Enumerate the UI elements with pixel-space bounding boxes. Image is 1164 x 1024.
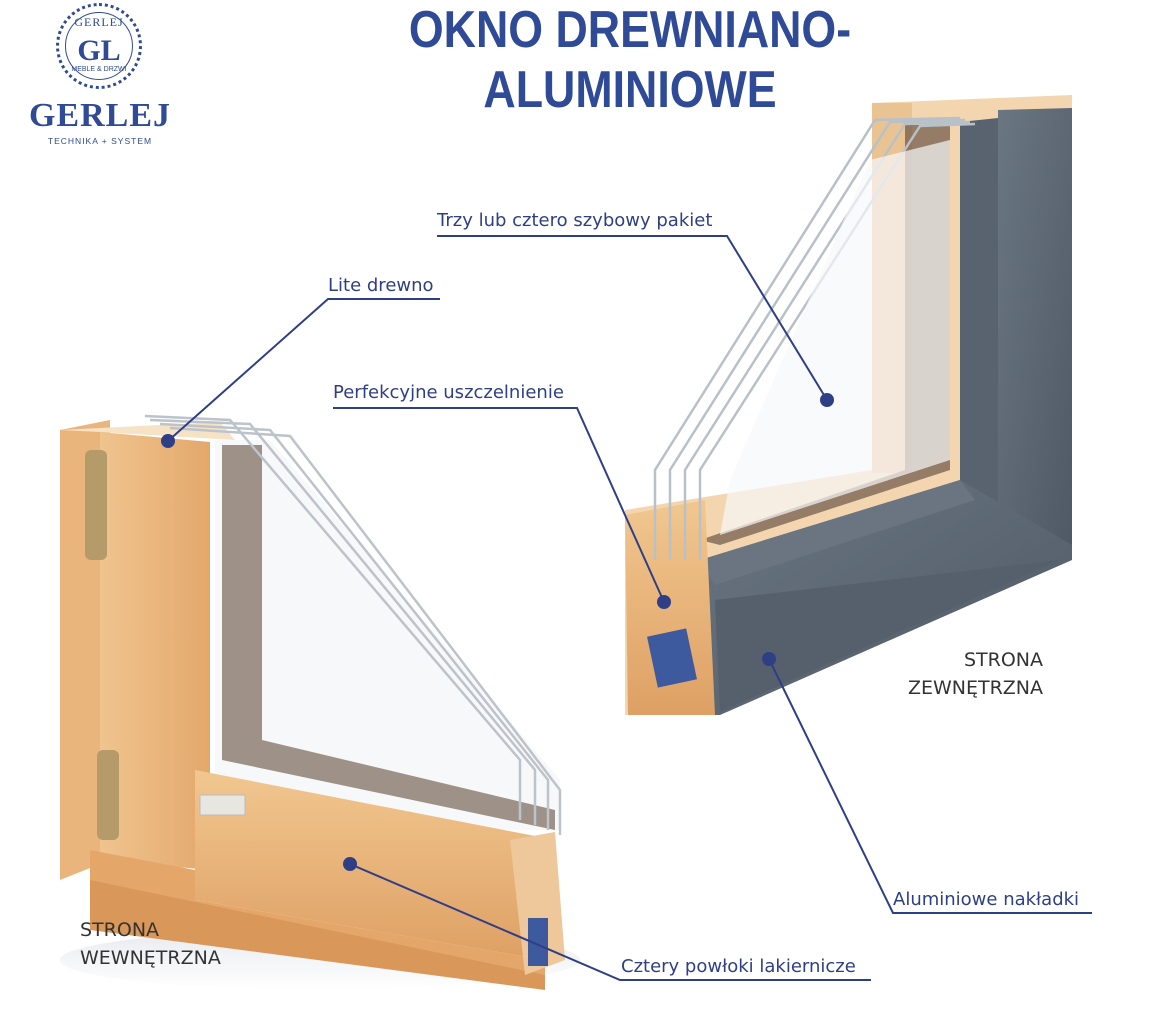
logo-emblem-letters: GL — [77, 34, 121, 67]
callout-varnish-coats: Cztery powłoki lakiernicze — [621, 956, 856, 977]
exterior-window-section — [625, 95, 1072, 715]
page-title: OKNO DREWNIANO-ALUMINIOWE — [408, 1, 852, 119]
logo-emblem: GERLEJ GL MEBLE & DRZWI — [56, 3, 142, 89]
callout-glass-pane: Trzy lub cztero szybowy pakiet — [437, 210, 713, 231]
callout-seal: Perfekcyjne uszczelnienie — [333, 382, 564, 403]
interior-side-line2: WEWNĘTRZNA — [80, 947, 221, 969]
logo-emblem-bottom-text: MEBLE & DRZWI — [71, 66, 127, 73]
callout-aluminium-cladding: Aluminiowe nakładki — [893, 889, 1080, 910]
callout-lines — [167, 235, 1092, 981]
exterior-side-line2: ZEWNĘTRZNA — [907, 677, 1043, 699]
brand-name: GERLEJ — [28, 97, 172, 134]
interior-side-label: STRONA WEWNĘTRZNA — [80, 916, 221, 972]
callout-dots — [161, 393, 834, 871]
exterior-side-label: STRONA ZEWNĘTRZNA — [900, 646, 1043, 702]
callout-solid-wood: Lite drewno — [328, 275, 434, 296]
exterior-side-line1: STRONA — [963, 649, 1043, 671]
interior-side-line1: STRONA — [80, 919, 160, 941]
brand-tagline: TECHNIKA + SYSTEM — [47, 136, 153, 146]
interior-window-section — [60, 414, 580, 990]
logo-inner-ring — [65, 12, 133, 80]
logo-emblem-top-text: GERLEJ — [74, 15, 124, 29]
